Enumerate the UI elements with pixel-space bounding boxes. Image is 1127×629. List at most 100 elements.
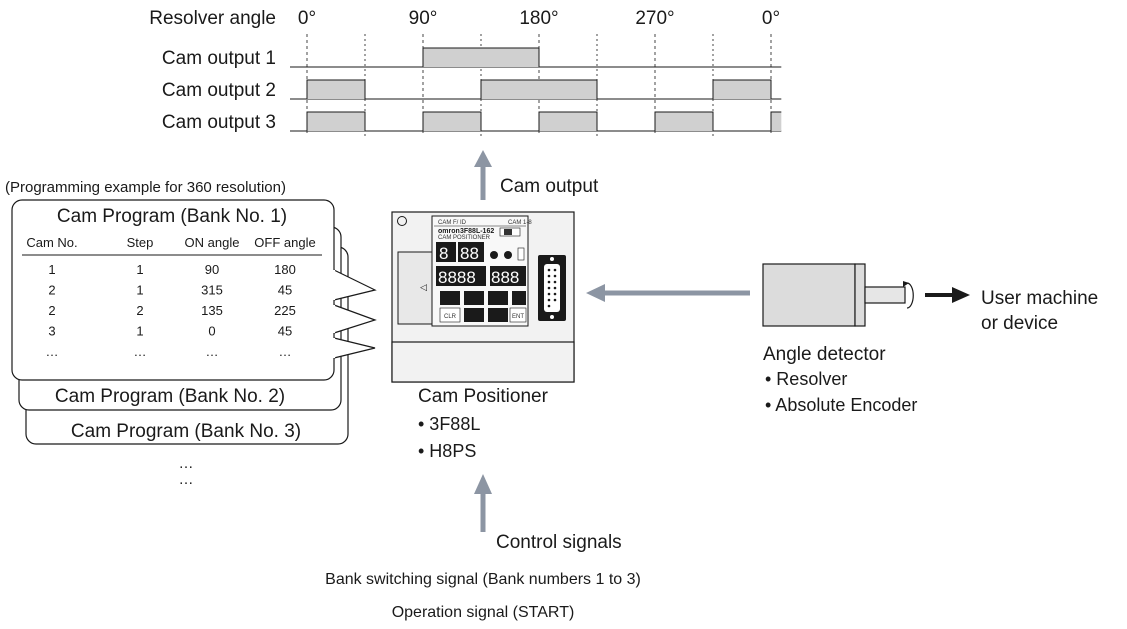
panel-top-right: CAM 1-8 <box>508 220 532 226</box>
cam-on-pulse-edge <box>422 47 540 67</box>
tick-label: 180° <box>519 8 558 29</box>
cam-on-pulse <box>539 112 597 131</box>
clr-key[interactable] <box>439 307 461 323</box>
cam-positioner-device: ◁ CAM F/ ID CAM 1-8 omron 3F88L-162 CAM … <box>391 211 575 461</box>
cam-on-pulse <box>655 112 713 131</box>
detector-absolute-encoder: • Absolute Encoder <box>765 395 917 415</box>
panel-model: 3F88L-162 <box>460 228 494 235</box>
column-header: OFF angle <box>254 235 315 250</box>
cam-positioner-title: Cam Positioner <box>418 386 549 407</box>
bank-1-title: Cam Program (Bank No. 1) <box>57 206 287 227</box>
ent-key[interactable] <box>509 307 527 323</box>
user-machine-line2: or device <box>981 313 1058 334</box>
cam-on-pulse-edge <box>770 111 782 131</box>
column-header: ON angle <box>185 235 240 250</box>
table-cell: … <box>206 344 219 359</box>
bank-2-title: Cam Program (Bank No. 2) <box>55 386 285 407</box>
more-banks-ellipsis: … <box>179 455 194 472</box>
tick-label: 0° <box>762 8 780 29</box>
cam-on-pulse-edge <box>654 111 714 131</box>
display-digits: 888 <box>491 268 519 287</box>
tick-label: 270° <box>635 8 674 29</box>
detector-resolver: • Resolver <box>765 369 847 389</box>
panel-key[interactable] <box>440 291 460 305</box>
output-arrow-icon <box>952 287 970 303</box>
more-banks-ellipsis: … <box>179 471 194 488</box>
angle-detector-title: Angle detector <box>763 344 886 365</box>
panel-key[interactable] <box>464 291 484 305</box>
table-cell: 2 <box>48 283 55 298</box>
table-cell: 45 <box>278 283 292 298</box>
panel-key[interactable] <box>512 291 526 305</box>
tick-label: 0° <box>298 8 316 29</box>
door-arrow-glyph: ◁ <box>420 282 427 292</box>
table-cell: 1 <box>136 262 143 277</box>
table-cell: 135 <box>201 303 223 318</box>
callout-tail <box>333 269 377 301</box>
display-window <box>436 266 486 286</box>
operation-signal: Operation signal (START) <box>392 604 575 621</box>
table-cell: 3 <box>48 324 55 339</box>
tick-label: 90° <box>409 8 438 29</box>
table-cell: 2 <box>136 303 143 318</box>
cam-output-arrow: Cam output <box>474 150 599 200</box>
cam-output-1-label: Cam output 1 <box>162 48 276 69</box>
angle-detector: User machine or device Angle detector • … <box>762 263 1098 415</box>
panel-subtitle: CAM POSITIONER <box>438 235 491 241</box>
user-machine-line1: User machine <box>981 288 1098 309</box>
column-header: Step <box>127 235 154 250</box>
cam-on-pulse-edge <box>306 79 366 99</box>
timing-chart: Resolver angle 0° 90° 180° 270° 0° Cam o… <box>149 8 782 136</box>
table-cell: 2 <box>48 303 55 318</box>
display-digit: 8 <box>439 244 448 263</box>
cam-on-pulse <box>423 112 481 131</box>
ent-key-label: ENT <box>512 314 524 320</box>
table-cell: 1 <box>48 262 55 277</box>
panel-key[interactable] <box>488 291 508 305</box>
display-digits: 8888 <box>438 268 476 287</box>
display-window <box>458 242 484 262</box>
model-3f88l: • 3F88L <box>418 414 480 434</box>
cam-on-pulse-edge <box>538 111 598 131</box>
display-window <box>436 242 456 262</box>
control-signals: Control signals Bank switching signal (B… <box>325 474 641 621</box>
table-cell: 90 <box>205 262 219 277</box>
cam-on-pulse <box>307 112 365 131</box>
bank-switching-signal: Bank switching signal (Bank numbers 1 to… <box>325 571 641 588</box>
cam-on-pulse <box>771 112 782 131</box>
cam-output-label: Cam output <box>500 176 599 197</box>
connector-port <box>544 264 560 312</box>
table-cell: 180 <box>274 262 296 277</box>
cam-on-pulse <box>481 80 597 99</box>
cam-waveforms <box>290 47 782 132</box>
model-h8ps: • H8PS <box>418 441 476 461</box>
display-digits: 88 <box>460 244 479 263</box>
table-cell: 45 <box>278 324 292 339</box>
table-cell: 225 <box>274 303 296 318</box>
clr-key-label: CLR <box>444 314 457 320</box>
panel-brand: omron <box>438 228 460 235</box>
table-cell: 1 <box>136 324 143 339</box>
cam-program-stack: (Programming example for 360 resolution)… <box>5 179 377 488</box>
cam-on-pulse <box>307 80 365 99</box>
programming-note: (Programming example for 360 resolution) <box>5 179 286 196</box>
panel-key[interactable] <box>488 308 508 322</box>
cam-on-pulse-edge <box>422 111 482 131</box>
cam-output-2-label: Cam output 2 <box>162 80 276 101</box>
cam-on-pulse <box>423 48 539 67</box>
control-signals-label: Control signals <box>496 532 622 553</box>
table-cell: … <box>134 344 147 359</box>
cam-on-pulse-edge <box>712 79 772 99</box>
table-cell: 315 <box>201 283 223 298</box>
cam-on-pulse <box>713 80 771 99</box>
rotation-icon <box>906 282 914 309</box>
resolver-angle-label: Resolver angle <box>149 8 276 29</box>
callout-tail <box>333 337 376 359</box>
table-cell: 1 <box>136 283 143 298</box>
cam-on-pulse-edge <box>480 79 598 99</box>
panel-key[interactable] <box>464 308 484 322</box>
table-cell: … <box>46 344 59 359</box>
cam-output-3-label: Cam output 3 <box>162 112 276 133</box>
